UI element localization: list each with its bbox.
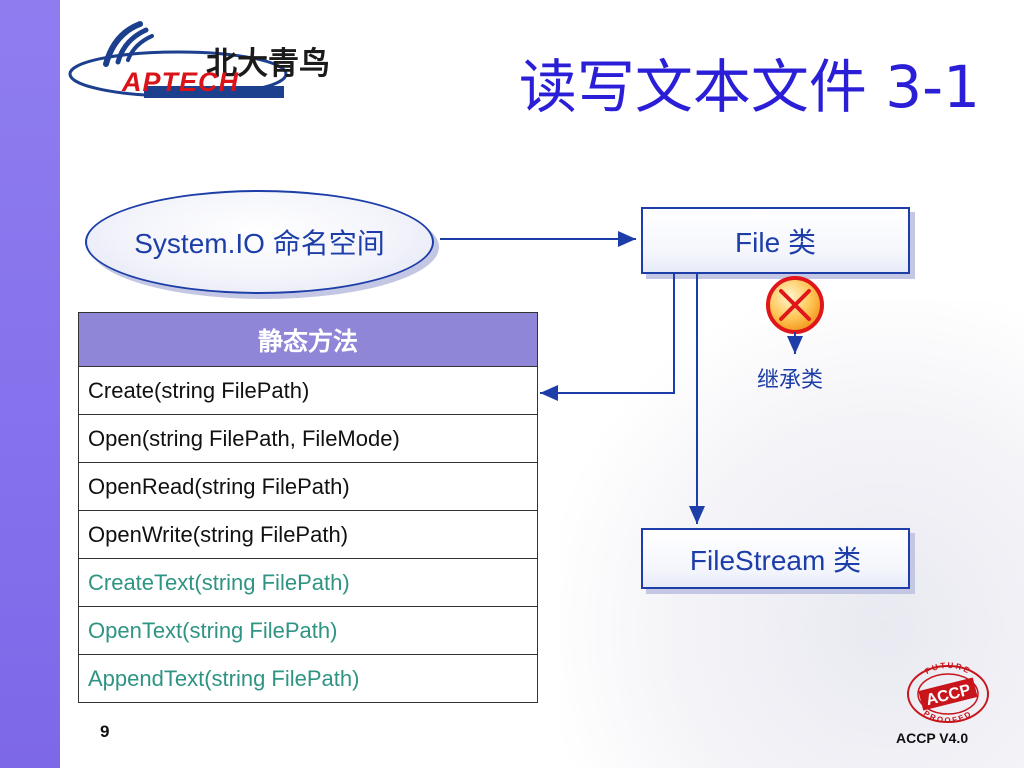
table-row: AppendText(string FilePath) <box>78 654 538 703</box>
inheritance-label: 继承类 <box>757 368 824 393</box>
slide-title: 读写文本文件 3-1 <box>518 53 980 121</box>
logo-tagline: WE CHANGE LIVES <box>150 98 270 107</box>
logo-english-text: APTECH <box>122 67 240 97</box>
filestream-class-label: FileStream 类 <box>689 544 862 576</box>
logo-swoosh-icon <box>68 21 288 98</box>
file-class-box: File 类 <box>641 207 910 274</box>
table-row: OpenText(string FilePath) <box>78 606 538 655</box>
accp-version-label: ACCP V4.0 <box>896 730 969 746</box>
table-row: Create(string FilePath) <box>78 366 538 415</box>
table-row: OpenRead(string FilePath) <box>78 462 538 511</box>
svg-text:PROOFED: PROOFED <box>922 709 974 724</box>
seal-ring-bottom: PROOFED <box>922 709 972 724</box>
left-accent-bar <box>0 0 60 768</box>
method-cell-highlight: OpenText(string FilePath) <box>78 606 538 655</box>
accp-seal-icon: FUTURE PROOFED ACCP <box>907 661 989 724</box>
logo-chinese-text: 北大青鸟 <box>206 46 330 82</box>
static-methods-table: 静态方法 Create(string FilePath) Open(string… <box>78 312 538 703</box>
seal-text: ACCP <box>924 682 972 710</box>
no-inheritance-icon <box>766 276 824 334</box>
table-row: Open(string FilePath, FileMode) <box>78 414 538 463</box>
filestream-class-box: FileStream 类 <box>641 528 910 589</box>
method-cell: OpenRead(string FilePath) <box>78 462 538 511</box>
method-cell: Open(string FilePath, FileMode) <box>78 414 538 463</box>
file-class-label: File 类 <box>735 226 816 258</box>
namespace-label: System.IO 命名空间 <box>134 228 385 259</box>
table-header: 静态方法 <box>78 312 538 367</box>
file-to-methods-arrow <box>540 272 675 401</box>
namespace-ellipse: System.IO 命名空间 <box>85 190 434 294</box>
page-number: 9 <box>100 722 110 741</box>
method-cell: Create(string FilePath) <box>78 366 538 415</box>
aptech-logo: 北大青鸟 APTECH WE CHANGE LIVES <box>66 16 330 107</box>
method-cell-highlight: AppendText(string FilePath) <box>78 654 538 703</box>
